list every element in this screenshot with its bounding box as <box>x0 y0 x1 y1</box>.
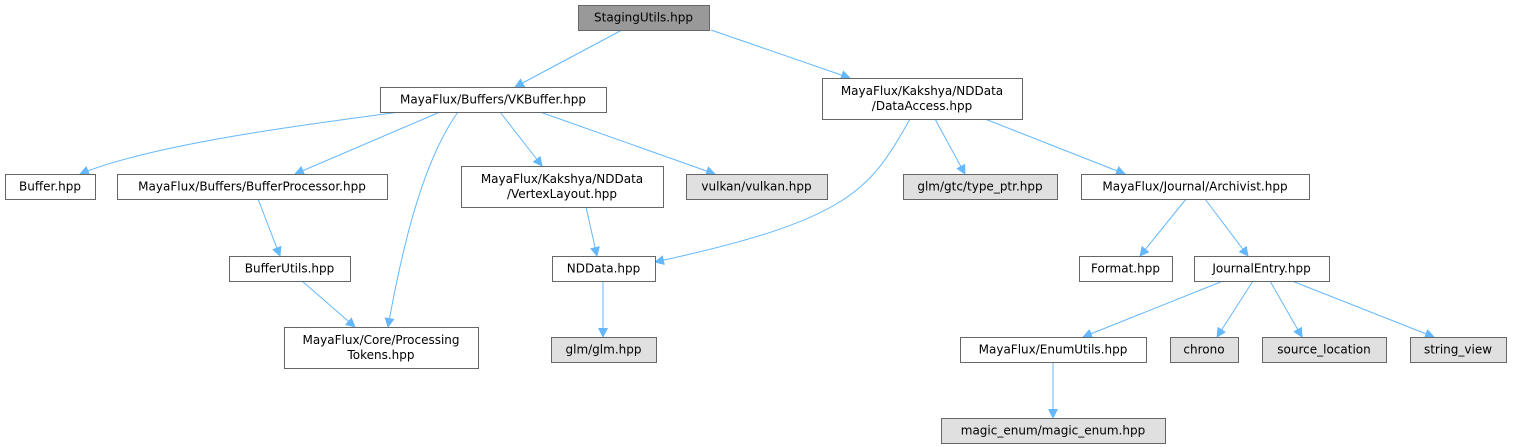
node-stringview: string_view <box>1410 337 1507 363</box>
edge-journalentry-to-stringview <box>1291 280 1435 339</box>
node-staging[interactable]: StagingUtils.hpp <box>578 5 710 31</box>
node-box <box>903 174 1058 200</box>
node-label: NDData.hpp <box>567 262 641 276</box>
node-box <box>960 337 1147 363</box>
node-box <box>380 87 607 113</box>
node-box <box>117 174 388 200</box>
edge-vkbuffer-to-buffer <box>79 111 401 176</box>
edge-staging-to-dataaccess <box>710 29 851 80</box>
node-vkbuffer[interactable]: MayaFlux/Buffers/VKBuffer.hpp <box>380 87 607 113</box>
edge-vkbuffer-to-vulkan <box>539 111 716 176</box>
edge-archivist-to-journalentry <box>1204 198 1249 257</box>
node-label: vulkan/vulkan.hpp <box>701 180 811 194</box>
node-label: MayaFlux/Kakshya/NDData <box>841 84 1003 98</box>
node-box <box>284 327 479 369</box>
node-label: string_view <box>1424 343 1492 357</box>
node-glm: glm/glm.hpp <box>551 337 657 363</box>
node-bufferprocessor[interactable]: MayaFlux/Buffers/BufferProcessor.hpp <box>117 174 388 200</box>
node-box <box>1081 174 1310 200</box>
node-box <box>578 5 710 31</box>
node-box <box>1079 256 1173 282</box>
node-label: StagingUtils.hpp <box>594 11 693 25</box>
node-box <box>1262 337 1387 363</box>
node-enumutils[interactable]: MayaFlux/EnumUtils.hpp <box>960 337 1147 363</box>
edge-dataaccess-to-nddata <box>654 118 911 265</box>
node-label: Format.hpp <box>1091 262 1160 276</box>
edges <box>79 29 1435 419</box>
node-bufferutils[interactable]: BufferUtils.hpp <box>229 256 351 282</box>
node-box <box>551 337 657 363</box>
node-archivist[interactable]: MayaFlux/Journal/Archivist.hpp <box>1081 174 1310 200</box>
node-journalentry[interactable]: JournalEntry.hpp <box>1194 256 1330 282</box>
node-box <box>1410 337 1507 363</box>
node-label: MayaFlux/Journal/Archivist.hpp <box>1102 180 1287 194</box>
node-label: glm/gtc/type_ptr.hpp <box>917 180 1042 194</box>
edge-vertexlayout-to-nddata <box>585 206 600 257</box>
node-label: source_location <box>1277 343 1370 357</box>
node-buffer[interactable]: Buffer.hpp <box>5 174 96 200</box>
node-box <box>461 166 664 208</box>
node-vertexlayout[interactable]: MayaFlux/Kakshya/NDData/VertexLayout.hpp <box>461 166 664 208</box>
node-label: Tokens.hpp <box>346 348 414 362</box>
node-chrono: chrono <box>1170 337 1239 363</box>
node-label: chrono <box>1183 343 1224 357</box>
node-label: JournalEntry.hpp <box>1211 262 1310 276</box>
edge-vkbuffer-to-tokens <box>384 111 459 328</box>
node-label: Buffer.hpp <box>19 180 81 194</box>
edge-staging-to-vkbuffer <box>514 29 623 88</box>
node-label: magic_enum/magic_enum.hpp <box>961 424 1145 438</box>
node-label: MayaFlux/Buffers/VKBuffer.hpp <box>400 93 586 107</box>
node-sourceloc: source_location <box>1262 337 1387 363</box>
node-box <box>229 256 351 282</box>
node-nddata[interactable]: NDData.hpp <box>552 256 656 282</box>
edge-bufferutils-to-tokens <box>301 280 356 328</box>
nodes: StagingUtils.hppMayaFlux/Buffers/VKBuffe… <box>5 5 1507 444</box>
edge-journalentry-to-chrono <box>1216 280 1254 338</box>
node-label: MayaFlux/EnumUtils.hpp <box>979 343 1128 357</box>
node-vulkan: vulkan/vulkan.hpp <box>686 174 828 200</box>
edge-bufferprocessor-to-bufferutils <box>257 198 282 257</box>
node-label: glm/glm.hpp <box>566 343 642 357</box>
node-label: MayaFlux/Buffers/BufferProcessor.hpp <box>138 180 366 194</box>
node-format[interactable]: Format.hpp <box>1079 256 1173 282</box>
node-dataaccess[interactable]: MayaFlux/Kakshya/NDData/DataAccess.hpp <box>822 78 1023 120</box>
node-label: /VertexLayout.hpp <box>507 187 617 201</box>
node-box <box>552 256 656 282</box>
node-magicenum: magic_enum/magic_enum.hpp <box>941 418 1166 444</box>
edge-vkbuffer-to-vertexlayout <box>499 111 543 167</box>
node-box <box>686 174 828 200</box>
edge-dataaccess-to-archivist <box>984 118 1126 176</box>
node-label: MayaFlux/Kakshya/NDData <box>481 172 643 186</box>
node-box <box>5 174 96 200</box>
edge-archivist-to-format <box>1139 198 1187 257</box>
node-box <box>822 78 1023 120</box>
node-box <box>941 418 1166 444</box>
node-box <box>1194 256 1330 282</box>
node-label: MayaFlux/Core/Processing <box>302 333 459 347</box>
node-label: BufferUtils.hpp <box>245 262 334 276</box>
node-box <box>1170 337 1239 363</box>
node-label: /DataAccess.hpp <box>872 99 972 113</box>
edge-dataaccess-to-typeptr <box>934 118 966 175</box>
edge-journalentry-to-enumutils <box>1082 280 1224 339</box>
edge-vkbuffer-to-bufferprocessor <box>294 111 441 176</box>
node-typeptr: glm/gtc/type_ptr.hpp <box>903 174 1058 200</box>
edge-journalentry-to-sourceloc <box>1269 280 1303 338</box>
